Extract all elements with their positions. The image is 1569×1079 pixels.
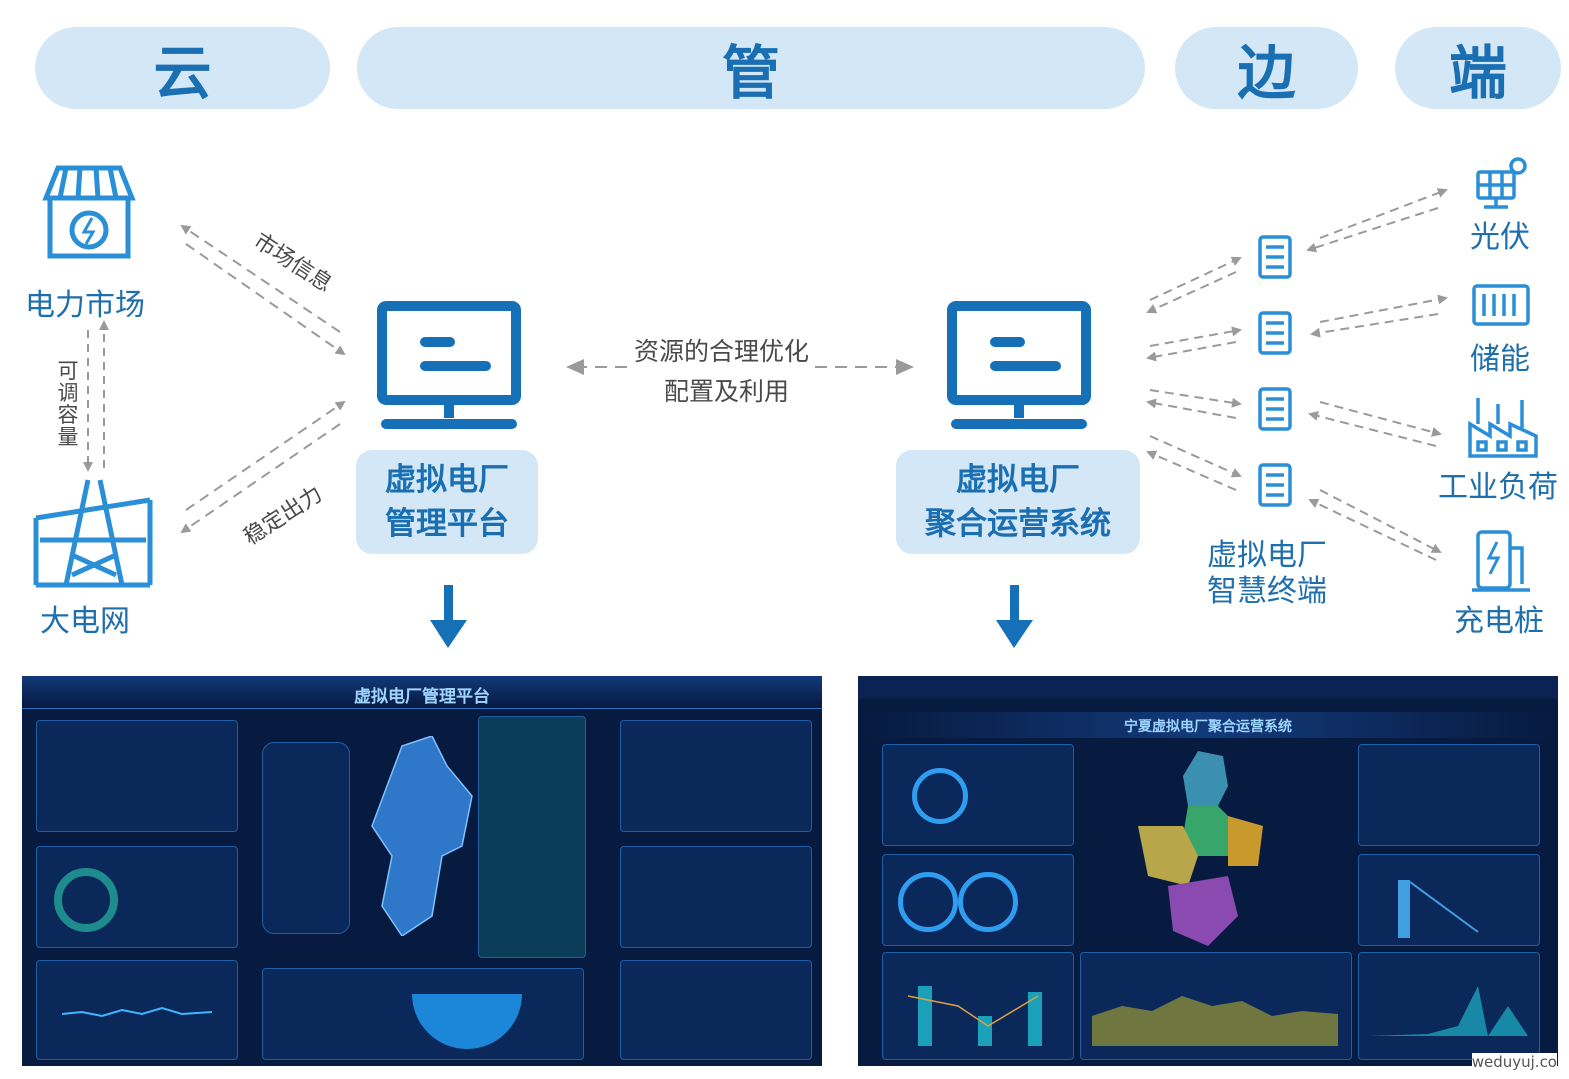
ops-card-summary: [1358, 744, 1540, 846]
mgmt-card-list: [262, 742, 350, 934]
ops-area-chart: [1092, 996, 1338, 1046]
mgmt-card-market: [620, 720, 812, 832]
ops-screen-title: 宁夏虚拟电厂聚合运营系统: [1124, 719, 1292, 735]
mgmt-card-overview: [36, 720, 238, 832]
ops-card-response: [1358, 854, 1540, 946]
tier-terminal: 端: [1395, 27, 1561, 109]
tier-pipe-label: 管: [721, 39, 780, 107]
grid-label: 大电网: [40, 604, 130, 639]
ops-forecast-chart: [1368, 986, 1528, 1036]
down-arrow-right-icon: [996, 585, 1033, 648]
ops-map: [1128, 746, 1268, 946]
terminal-label-2: 智慧终端: [1207, 574, 1327, 609]
ops-ring-3: [958, 872, 1018, 932]
resource-link-arrowhead-right: [896, 359, 914, 375]
mgmt-header-bar: [22, 676, 822, 709]
tier-terminal-label: 端: [1448, 39, 1507, 107]
market-icon: [42, 165, 136, 259]
factory-icon: [1468, 398, 1538, 458]
resource-link-label-2: 配置及利用: [660, 372, 794, 408]
tier-cloud-label: 云: [153, 39, 212, 107]
device-solar-label: 光伏: [1470, 220, 1530, 255]
mgmt-platform-screenshot: 虚拟电厂管理平台: [22, 676, 822, 1066]
solar-panel-icon: [1476, 157, 1527, 209]
mgmt-screen-title: 虚拟电厂管理平台: [354, 687, 490, 707]
device-storage-label: 储能: [1470, 342, 1530, 377]
resource-link-label-1: 资源的合理优化: [630, 332, 814, 368]
mgmt-platform-line1: 虚拟电厂: [385, 462, 509, 498]
mgmt-map: [362, 735, 482, 938]
resource-link-arrowhead-left: [566, 359, 584, 375]
ops-card-forecast: [1358, 952, 1540, 1060]
power-market-label: 电力市场: [25, 288, 145, 323]
watermark-text: weduyuj.co: [1471, 1053, 1557, 1071]
ops-bar-chart: [907, 986, 1042, 1046]
ops-card-overview: [882, 744, 1074, 846]
ops-system-line2: 聚合运营系统: [925, 506, 1111, 542]
grid-tower-icon: [33, 479, 153, 588]
device-charging-label: 充电桩: [1454, 604, 1544, 639]
ops-header-bar: [858, 712, 1558, 738]
market-info-arrow-out: [180, 224, 341, 333]
tier-cloud: 云: [35, 27, 330, 109]
ops-terminal-arrows: [1146, 256, 1242, 491]
mgmt-card-plan: [620, 846, 812, 948]
output-arrow-in: [180, 423, 341, 534]
tier-edge-label: 边: [1237, 39, 1296, 107]
mgmt-donut: [54, 868, 118, 932]
market-info-arrow-in: [185, 243, 346, 356]
terminal-device-arrows: [1306, 188, 1448, 561]
ops-response-chart: [1398, 880, 1479, 938]
ops-ring-2: [898, 872, 958, 932]
device-industrial-label: 工业负荷: [1438, 470, 1558, 505]
output-arrow-out: [185, 400, 346, 511]
tier-pipe: 管: [357, 27, 1145, 109]
charging-pile-icon: [1472, 530, 1530, 592]
ops-monitor-icon: [947, 301, 1091, 429]
mgmt-card-detail: [478, 716, 586, 958]
tier-edge: 边: [1175, 27, 1358, 109]
capacity-label: 可调容量: [56, 359, 80, 449]
ops-ring-1: [912, 768, 968, 824]
down-arrow-left-icon: [430, 585, 467, 648]
mgmt-platform-line2: 管理平台: [385, 506, 509, 542]
ops-system-screenshot: 宁夏虚拟电厂聚合运营系统: [858, 676, 1558, 1066]
mgmt-monitor-icon: [377, 301, 521, 429]
mgmt-curve-line: [62, 1006, 212, 1018]
mgmt-card-run: [620, 960, 812, 1060]
ops-top-nav: [858, 676, 1558, 698]
ops-system-box: 虚拟电厂 聚合运营系统: [896, 450, 1140, 554]
terminal-server-icon: [1258, 235, 1292, 507]
mgmt-platform-box: 虚拟电厂 管理平台: [356, 450, 538, 554]
battery-storage-icon: [1472, 284, 1530, 326]
terminal-label-1: 虚拟电厂: [1207, 538, 1327, 573]
mgmt-card-curve: [36, 960, 238, 1060]
ops-system-line1: 虚拟电厂: [956, 462, 1080, 498]
